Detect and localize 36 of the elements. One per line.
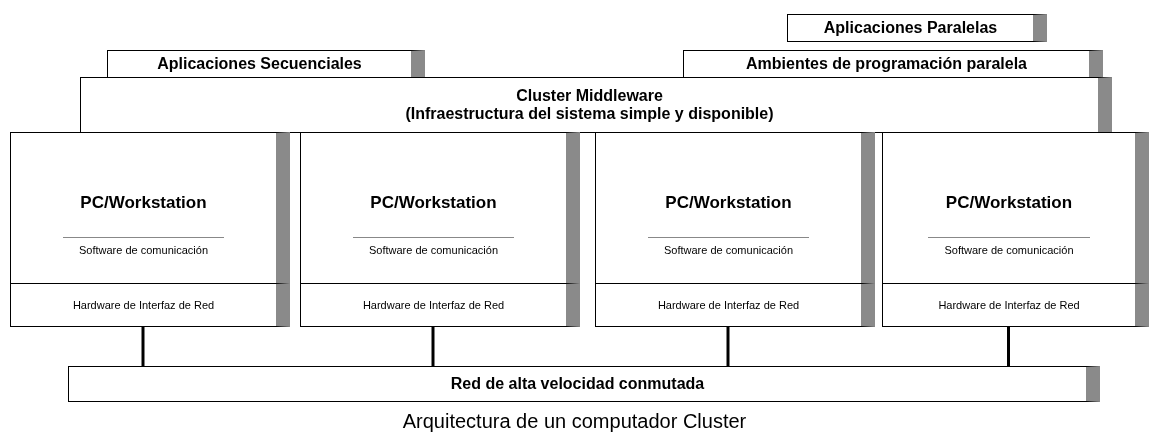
box-title: Hardware de Interfaz de Red [72,299,215,311]
network-interface-box [882,283,1149,327]
workstation-box [10,132,290,284]
box-title: PC/Workstation [945,193,1073,213]
workstation-box [595,132,875,284]
box-subtitle: Software de comunicación [63,237,224,256]
box-subtitle: Software de comunicación [928,237,1090,256]
box-title: Aplicaciones Paralelas [823,19,998,37]
layer-box [80,77,1112,133]
box-title: Hardware de Interfaz de Red [362,299,505,311]
workstation-box [882,132,1149,284]
box-title: Hardware de Interfaz de Red [657,299,800,311]
connector-line [431,327,435,366]
box-subtitle: Software de comunicación [648,237,809,256]
box-title: Cluster Middleware [516,87,663,105]
connector-line [141,327,145,366]
connector-line [726,327,730,366]
box-title: PC/Workstation [665,193,792,213]
box-title: Hardware de Interfaz de Red [938,299,1080,311]
box-title: Red de alta velocidad conmutada [450,375,705,393]
layer-box [107,50,425,78]
network-interface-box [595,283,875,327]
network-interface-box [300,283,580,327]
layer-box [68,366,1100,402]
network-interface-box [10,283,290,327]
box-title: Aplicaciones Secuenciales [157,55,362,73]
connector-line [1007,327,1010,366]
box-title: PC/Workstation [370,193,497,213]
workstation-box [300,132,580,284]
caption: Arquitectura de un computador Cluster [401,410,748,433]
box-subtitle: Software de comunicación [353,237,514,256]
layer-box [683,50,1103,78]
box-title: Ambientes de programación paralela [746,55,1027,73]
box-title: PC/Workstation [80,193,207,213]
layer-box [787,14,1047,42]
box-text: (Infraestructura del sistema simple y disponible) [405,105,774,123]
